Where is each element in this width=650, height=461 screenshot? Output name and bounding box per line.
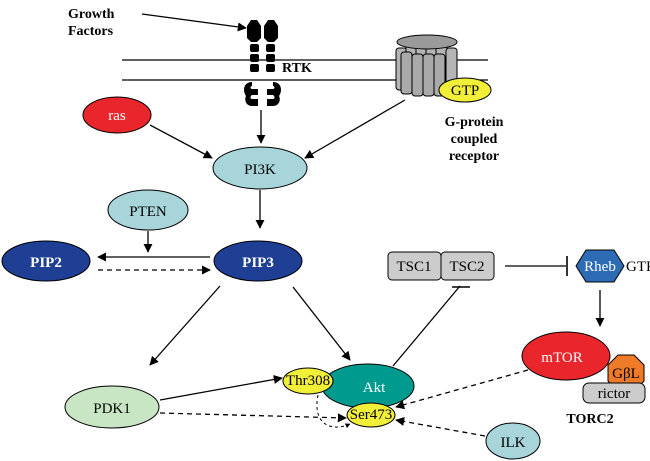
pi3k-label: PI3K bbox=[244, 162, 276, 178]
growth-factors-label-line2: Factors bbox=[68, 24, 114, 39]
thr308-node bbox=[282, 367, 334, 395]
arrow-pdk1-to-ser473-dashed bbox=[159, 412, 347, 423]
pdk1-node bbox=[64, 385, 160, 429]
gpcr-label-line3: receptor bbox=[449, 149, 499, 164]
inhibit-akt-to-tsc2 bbox=[392, 285, 461, 367]
growth-factors-label-line1: Growth bbox=[68, 7, 115, 22]
arrow-pip3-to-pdk1 bbox=[149, 285, 221, 366]
pi3k-node bbox=[212, 146, 308, 190]
arrow-pip3-to-akt bbox=[292, 286, 351, 361]
ilk-node bbox=[485, 422, 541, 460]
ras-label: ras bbox=[108, 108, 126, 124]
arrow-thr308-to-ser473-dotted bbox=[316, 394, 351, 429]
rheb-label: Rheb bbox=[584, 259, 616, 275]
rtk-receptor-icon bbox=[244, 20, 281, 106]
arrow-ilk-to-ser473-dashed bbox=[395, 416, 486, 437]
pip2-label: PIP2 bbox=[30, 255, 62, 271]
tsc1-label: TSC1 bbox=[396, 259, 431, 275]
pten-label: PTEN bbox=[129, 204, 167, 220]
gpcr-gtp-node bbox=[438, 77, 492, 103]
pip2-node bbox=[1, 240, 91, 282]
pip3-label: PIP3 bbox=[242, 255, 274, 271]
arrow-growth-factors-to-rtk bbox=[141, 13, 247, 32]
gpcr-gtp-label: GTP bbox=[451, 83, 479, 99]
rheb-gtp-label: GTP bbox=[626, 259, 650, 275]
arrow-mtor-to-ser473-dashed bbox=[395, 369, 529, 410]
ser473-node bbox=[346, 402, 396, 428]
arrow-pdk1-to-thr308 bbox=[159, 374, 283, 401]
arrow-gpcr-to-pi3k bbox=[304, 99, 406, 159]
rheb-node bbox=[575, 249, 625, 283]
tsc2-node bbox=[440, 251, 495, 281]
ser473-label: Ser473 bbox=[350, 407, 393, 423]
pten-node bbox=[107, 189, 189, 231]
pdk1-label: PDK1 bbox=[93, 401, 131, 417]
gpcr-label-line2: coupled bbox=[451, 132, 498, 147]
gpcr-label-line1: G-protein bbox=[445, 115, 504, 130]
rtk-label: RTK bbox=[282, 61, 312, 76]
akt-label: Akt bbox=[363, 380, 386, 396]
gbl-label: GβL bbox=[612, 366, 640, 382]
torc2-label: TORC2 bbox=[566, 412, 613, 427]
mtor-node bbox=[521, 331, 611, 381]
tsc2-label: TSC2 bbox=[449, 259, 484, 275]
ilk-label: ILK bbox=[501, 435, 526, 451]
pip3-node bbox=[213, 240, 303, 282]
arrow-ras-to-pi3k bbox=[149, 124, 213, 159]
rictor-node bbox=[582, 382, 646, 404]
mtor-label: mTOR bbox=[541, 350, 582, 366]
ras-node bbox=[82, 96, 152, 134]
rictor-label: rictor bbox=[598, 386, 630, 402]
thr308-label: Thr308 bbox=[286, 373, 330, 389]
gpcr-barrel-icon bbox=[395, 34, 458, 97]
